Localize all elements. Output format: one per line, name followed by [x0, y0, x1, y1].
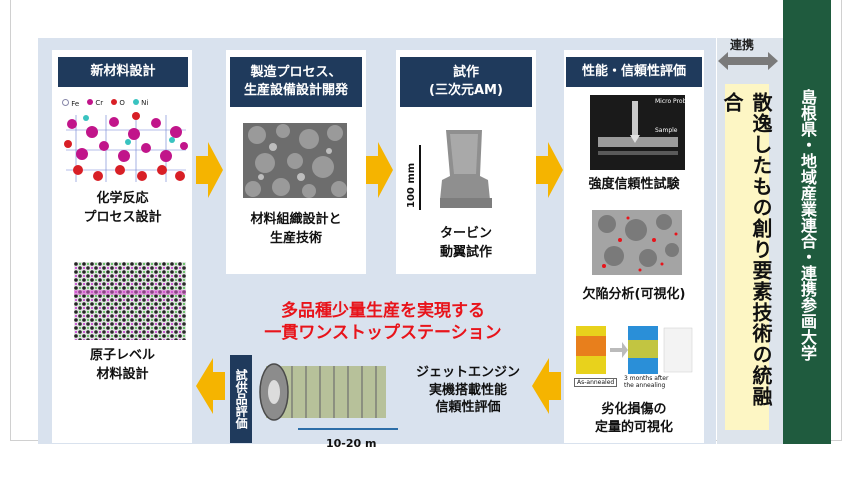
defect-analysis-image [592, 210, 682, 275]
flow-arrow-1 [196, 142, 223, 198]
integration-text: 散逸したもの創り要素技術の統融合 [720, 92, 773, 407]
as-annealed-label: As-annealed [574, 378, 618, 387]
atomic-caption: 原子レベル 材料設計 [89, 348, 155, 382]
flow-arrow-return [196, 358, 225, 414]
flow-arrow-back-to-engine [532, 358, 561, 414]
header-material-design: 新材料設計 [58, 57, 188, 87]
test-evaluation-label: 試供品評価 [230, 355, 252, 443]
crystal-structure-image [64, 112, 188, 182]
blade-scale-label: 100 mm [406, 162, 417, 208]
header-evaluation: 性能・信頼性評価 [566, 57, 702, 87]
jet-engine-image [259, 363, 398, 430]
sample-label: Sample [655, 127, 678, 134]
strength-test-image [590, 95, 685, 170]
legend-o: O [111, 99, 125, 107]
element-legend: Fe Cr O Ni [62, 97, 197, 109]
header-process-design: 製造プロセス、 生産設備設計開発 [230, 57, 362, 107]
legend-cr: Cr [87, 99, 103, 107]
microstructure-image [243, 123, 347, 198]
micro-probe-label: Micro Probe [655, 98, 691, 105]
engine-caption: ジェットエンジン 実機搭載性能 信頼性評価 [415, 365, 520, 416]
strength-test-caption: 強度信頼性試験 [588, 177, 680, 192]
center-message: 多品種少量生産を実現する 一貫ワンストップステーション [264, 301, 502, 344]
header-prototype: 試作 (三次元AM) [400, 57, 532, 107]
legend-ni: Ni [132, 99, 148, 107]
after-annealing-label: 3 months after the annealing [624, 375, 669, 389]
flow-arrow-3 [536, 142, 563, 198]
partners-text: 島根県・地域産業連合・連携参画大学 [798, 89, 817, 361]
partners-box [783, 0, 831, 444]
link-double-arrow [718, 52, 778, 70]
atomic-model-image [74, 262, 186, 340]
column-material [52, 50, 192, 443]
degradation-caption: 劣化損傷の 定量的可視化 [594, 402, 673, 436]
process-caption: 材料組織設計と 生産技術 [250, 212, 342, 246]
engine-scale-label: 10-20 m [326, 437, 377, 450]
flow-arrow-2 [366, 142, 393, 198]
chem-process-caption: 化学反応 プロセス設計 [83, 191, 162, 225]
link-label: 連携 [730, 38, 755, 52]
legend-fe: Fe [62, 98, 79, 108]
turbine-blade-image [419, 130, 492, 210]
defect-analysis-caption: 欠陥分析(可視化) [582, 287, 686, 302]
prototype-caption: タービン 動翼試作 [439, 226, 492, 260]
integration-box [725, 84, 769, 430]
